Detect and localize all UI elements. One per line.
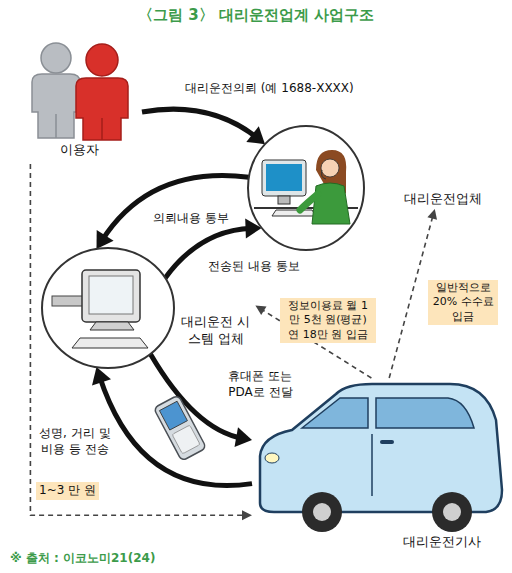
car-figure-part <box>443 503 461 521</box>
payment-note: 일반적으로 20% 수수료 입금 <box>428 280 498 325</box>
company-label: 대리운전업체 <box>402 190 484 209</box>
node-label: 대리운전기사 <box>382 534 502 551</box>
arrowhead <box>246 126 265 144</box>
car-figure: 대리운전기사 <box>252 378 506 554</box>
edge-label: 대리운전의뢰 (예 1688-XXXX) <box>182 80 357 98</box>
system-circle-part <box>90 322 134 330</box>
system-circle-part <box>52 296 86 306</box>
operator-circle-part <box>300 194 318 210</box>
operator-circle-part <box>322 170 327 179</box>
system-circle-part <box>72 338 148 348</box>
arrowhead <box>427 209 437 220</box>
user-figure-part <box>41 43 71 73</box>
phone-keypad <box>172 425 200 454</box>
title-holder: 〈그림 3〉 대리운전업계 사업구조 <box>0 6 512 26</box>
node-label-holder: 대리운전기사 <box>382 534 502 551</box>
car-figure-part <box>265 453 279 463</box>
user-figure-part <box>76 78 128 140</box>
phone-body <box>154 395 207 461</box>
user-figure: 이용자 <box>18 38 142 164</box>
arrowhead <box>242 510 252 520</box>
user-figure-part <box>86 44 118 76</box>
connector-line <box>142 109 258 138</box>
user-figure-part <box>101 118 103 140</box>
operator-circle-part <box>278 196 290 204</box>
edge-label-holder: 1~3 만 원 <box>36 482 99 500</box>
arrowhead <box>235 427 253 447</box>
edge-label: 휴대폰 또는 PDA로 전달 <box>222 368 299 401</box>
operator-circle-part <box>272 210 316 216</box>
car-figure-part <box>302 492 342 532</box>
payment-note: 1~3 만 원 <box>36 482 99 500</box>
figure-title: 〈그림 3〉 대리운전업계 사업구조 <box>0 6 512 26</box>
payment-note: 정보이용료 월 1만 5천 원(평균) 연 18만 원 입금 <box>280 298 376 343</box>
system-circle-part <box>89 276 133 314</box>
car-figure-part <box>302 398 368 428</box>
operator-circle-art <box>246 124 366 252</box>
edge-label-holder: 성명, 거리 및 비용 등 전송 <box>34 425 116 458</box>
node-label-holder: 대리운전 시스템 업체 <box>178 314 253 348</box>
operator-circle-part <box>262 160 306 196</box>
operator-circle-part <box>321 159 339 177</box>
connector <box>142 109 265 144</box>
edge-label: 전송된 내용 통보 <box>205 258 303 276</box>
edge-label-holder: 정보이용료 월 1만 5천 원(평균) 연 18만 원 입금 <box>280 298 376 343</box>
car-figure-part <box>371 434 373 496</box>
edge-label-holder: 대리운전의뢰 (예 1688-XXXX) <box>182 80 357 98</box>
user-figure-part <box>55 114 57 138</box>
node-label: 대리운전 시스템 업체 <box>178 314 253 348</box>
car-figure-part <box>380 440 394 444</box>
arrowhead <box>97 230 114 249</box>
node-label: 대리운전업체 <box>402 190 484 209</box>
edge-label: 의뢰내용 통부 <box>150 210 232 228</box>
edge-label-holder: 전송된 내용 통보 <box>205 258 303 276</box>
caption-holder: ※ 출처 : 이코노미21(24) <box>10 551 155 567</box>
node-label-holder: 이용자 <box>18 142 140 159</box>
edge-label: 성명, 거리 및 비용 등 전송 <box>34 425 116 458</box>
connector-line <box>389 215 433 378</box>
arrowhead <box>255 306 266 316</box>
operator-circle <box>246 124 366 252</box>
car-figure-part <box>432 492 472 532</box>
car-figure-part <box>260 384 502 512</box>
operator-circle-part <box>266 164 302 191</box>
mobile-phone <box>154 395 207 461</box>
phone-screen <box>159 401 187 430</box>
car-figure-art <box>252 378 506 554</box>
user-figure-part <box>32 74 80 138</box>
operator-circle-part <box>248 126 364 250</box>
car-figure-part <box>376 398 474 428</box>
arrowhead <box>92 367 111 385</box>
edge-label-holder: 휴대폰 또는 PDA로 전달 <box>222 368 299 401</box>
source-caption: ※ 출처 : 이코노미21(24) <box>10 551 155 567</box>
system-circle-part <box>42 248 174 368</box>
edge-label-holder: 일반적으로 20% 수수료 입금 <box>428 280 498 325</box>
operator-circle-part <box>312 183 350 224</box>
connector <box>97 176 249 249</box>
node-label: 이용자 <box>18 142 140 159</box>
edge-label-holder: 의뢰내용 통부 <box>150 210 232 228</box>
car-figure-part <box>313 503 331 521</box>
system-circle-part <box>82 270 140 322</box>
